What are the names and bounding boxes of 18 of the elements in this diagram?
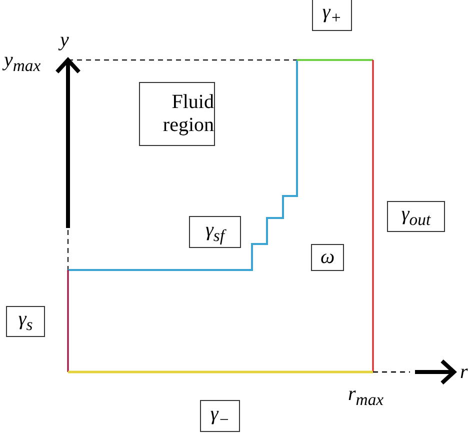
axis-max-label: r$_{max}$ xyxy=(347,384,385,409)
label-box xyxy=(312,0,352,31)
boundary-label: γ$_{−}$ xyxy=(210,402,230,430)
boundary-label: γ$_{+}$ xyxy=(322,1,342,28)
label-box xyxy=(139,82,215,146)
label-box xyxy=(200,400,240,432)
label-box xyxy=(311,244,344,271)
axis-label: y xyxy=(57,30,70,50)
boundary-label: γ$_{s}$ xyxy=(18,308,33,335)
region-label: ω xyxy=(320,246,335,269)
boundary-label: γ$_{out}$ xyxy=(401,203,431,230)
label-box xyxy=(6,306,45,337)
label-box xyxy=(189,216,241,248)
axis-label: r xyxy=(459,362,469,382)
boundary-label: γ$_{sf}$ xyxy=(205,218,224,246)
region-label: Fluid region xyxy=(162,91,214,137)
label-box xyxy=(387,201,445,232)
axis-max-label: y$_{max}$ xyxy=(1,50,42,75)
